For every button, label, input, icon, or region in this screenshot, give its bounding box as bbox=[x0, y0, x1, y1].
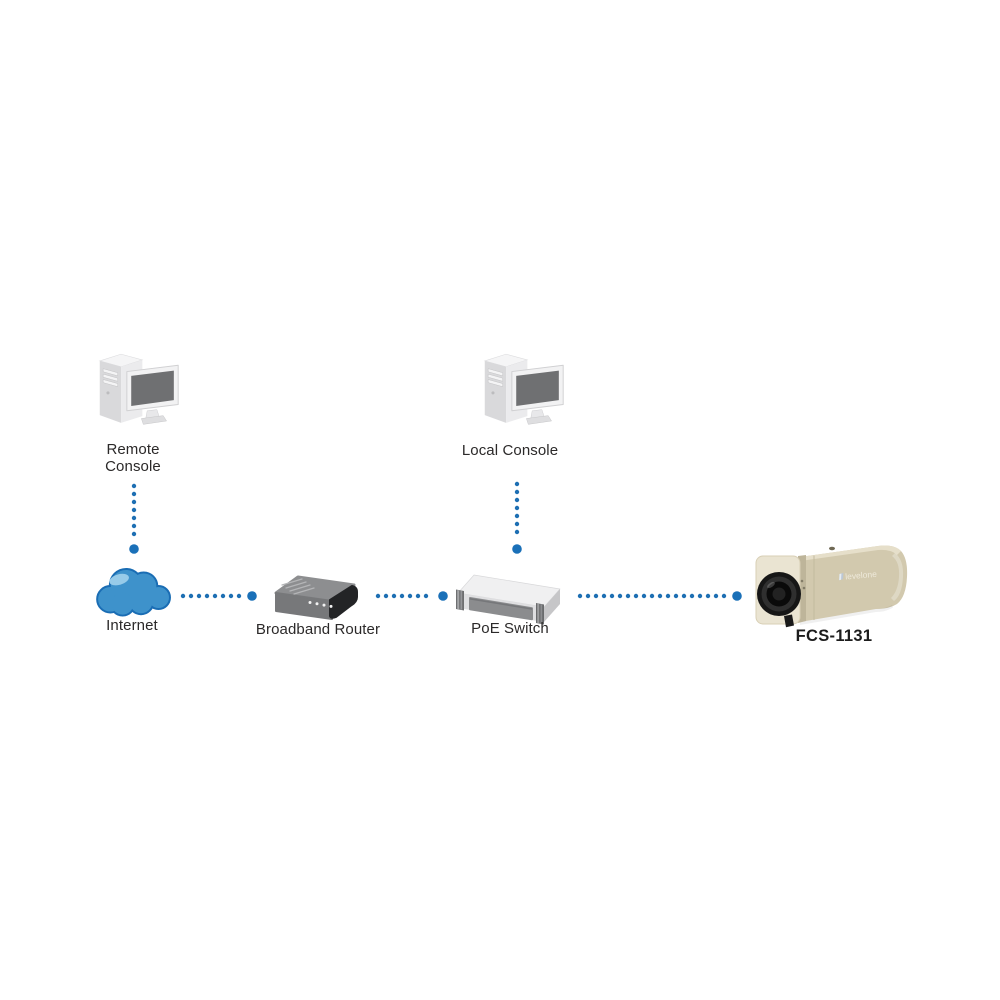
node-internet: Internet bbox=[90, 559, 178, 634]
levelone-logo: levelone bbox=[839, 569, 878, 582]
camera-lens bbox=[757, 572, 801, 616]
node-label-fcs-1131: FCS-1131 bbox=[795, 627, 873, 645]
desktop-computer-icon bbox=[483, 353, 564, 425]
node-local-console: Local Console bbox=[462, 350, 569, 459]
node-label-broadband-router: Broadband Router bbox=[255, 621, 381, 638]
poe-switch-icon bbox=[456, 574, 561, 625]
desktop-computer-icon bbox=[98, 353, 179, 425]
ip-camera-icon: levelone bbox=[755, 545, 908, 628]
node-fcs-1131: levelone FCS-1131 bbox=[754, 536, 910, 644]
node-label-remote-console: Remote Console bbox=[105, 441, 161, 475]
node-poe-switch: PoE Switch bbox=[454, 563, 564, 637]
internet-cloud-icon bbox=[96, 567, 171, 617]
broadband-router-icon bbox=[274, 575, 358, 620]
node-label-internet: Internet bbox=[106, 617, 158, 634]
node-label-local-console: Local Console bbox=[461, 442, 559, 459]
svg-text:levelone: levelone bbox=[845, 569, 878, 582]
node-remote-console: Remote Console bbox=[92, 350, 184, 474]
node-label-poe-switch: PoE Switch bbox=[471, 620, 549, 637]
node-broadband-router: Broadband Router bbox=[256, 569, 380, 638]
